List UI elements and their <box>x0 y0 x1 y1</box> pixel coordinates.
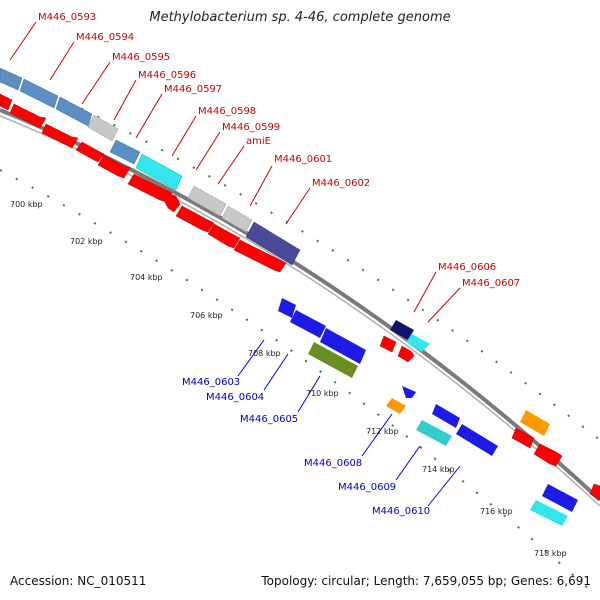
cds-arrow[interactable] <box>0 93 13 111</box>
cds-arrow[interactable] <box>163 193 181 213</box>
cds-arrow[interactable] <box>397 345 415 363</box>
forward-leaders <box>9 21 461 323</box>
leader-line <box>9 21 37 61</box>
gene-label[interactable]: M446_0595 <box>112 52 170 63</box>
tick-label: 714 kbp <box>422 465 455 474</box>
leader-line <box>195 131 221 171</box>
accession-text: Accession: NC_010511 <box>10 574 147 588</box>
leader-line <box>49 41 75 81</box>
cds-arrow[interactable] <box>9 103 47 129</box>
cds-arrow[interactable] <box>589 483 600 501</box>
cds-arrow[interactable] <box>97 154 131 179</box>
reverse-feature-row <box>278 298 578 526</box>
cds-arrow[interactable] <box>511 427 535 449</box>
tick-label: 716 kbp <box>480 507 513 516</box>
feature-m446-0605[interactable] <box>308 342 358 378</box>
leader-line <box>113 79 137 121</box>
tick-labels: 700 kbp 702 kbp 704 kbp 706 kbp 708 kbp … <box>10 200 567 558</box>
feature-m446-0604[interactable] <box>290 310 326 338</box>
leader-line <box>171 115 197 157</box>
feature-m446-0608[interactable] <box>402 386 416 398</box>
leader-line <box>427 465 461 507</box>
backbone-inner <box>0 115 600 507</box>
gene-label[interactable]: M446_0596 <box>138 70 196 81</box>
inner-tick-arc <box>0 169 591 591</box>
cds-arrow[interactable] <box>533 443 563 467</box>
gene-label[interactable]: M446_0593 <box>38 12 96 23</box>
feature-blue-right[interactable] <box>542 484 578 512</box>
feature-m446-0597[interactable] <box>109 139 141 165</box>
tick-label: 718 kbp <box>534 549 567 558</box>
gene-label[interactable]: M446_0605 <box>240 414 298 425</box>
feature-m446-0598[interactable] <box>135 153 183 191</box>
leader-line <box>427 287 461 323</box>
feature-m446-0604b[interactable] <box>320 328 366 364</box>
leader-line <box>249 165 273 207</box>
genome-summary-text: Topology: circular; Length: 7,659,055 bp… <box>261 574 591 588</box>
cds-arrow[interactable] <box>41 123 79 149</box>
gene-label[interactable]: M446_0597 <box>164 84 222 95</box>
tick-label: 712 kbp <box>366 427 399 436</box>
feature-orange-right[interactable] <box>520 410 550 436</box>
tick-label: 700 kbp <box>10 200 43 209</box>
gene-label[interactable]: M446_0604 <box>206 392 264 403</box>
gene-label[interactable]: M446_0594 <box>76 32 134 43</box>
leader-line <box>297 375 321 413</box>
gene-label[interactable]: M446_0598 <box>198 106 256 117</box>
cds-arrow[interactable] <box>379 335 397 353</box>
feature-m446-0596[interactable] <box>87 114 119 142</box>
feature-m446-0594[interactable] <box>19 78 59 109</box>
leader-line <box>395 445 421 481</box>
feature-m446-0599[interactable] <box>187 185 227 217</box>
tick-label: 706 kbp <box>190 311 223 320</box>
leader-line <box>413 271 437 313</box>
gene-label[interactable]: M446_0603 <box>182 377 240 388</box>
cds-arrow[interactable] <box>75 141 105 163</box>
leader-line <box>81 61 111 105</box>
backbone-outer <box>0 108 600 502</box>
cds-arrow-row <box>0 93 600 501</box>
cds-arrow[interactable] <box>207 223 241 249</box>
cds-arrow[interactable] <box>175 205 215 233</box>
feature-m446-0593[interactable] <box>0 67 23 91</box>
leader-line <box>285 187 311 225</box>
gene-label[interactable]: M446_0609 <box>338 482 396 493</box>
cds-arrow[interactable] <box>233 239 287 273</box>
map-title: Methylobacterium sp. 4-46, complete geno… <box>149 10 451 25</box>
feature-m446-0610[interactable] <box>530 500 568 526</box>
leader-line <box>135 93 163 139</box>
gene-label[interactable]: M446_0607 <box>462 278 520 289</box>
leader-line <box>217 145 245 185</box>
forward-feature-row <box>0 67 550 436</box>
tick-label: 710 kbp <box>306 389 339 398</box>
leader-line <box>263 353 289 391</box>
tick-label: 702 kbp <box>70 237 103 246</box>
reverse-labels: M446_0603 M446_0604 M446_0605 M446_0608 … <box>182 377 430 517</box>
feature-m446-0601[interactable] <box>245 221 301 266</box>
gene-label[interactable]: M446_0610 <box>372 506 430 517</box>
feature-orange-mid[interactable] <box>386 398 406 414</box>
gene-label[interactable]: M446_0601 <box>274 154 332 165</box>
feature-m446-0609[interactable] <box>416 420 452 446</box>
tick-label: 704 kbp <box>130 273 163 282</box>
leader-line <box>237 339 265 377</box>
reverse-leaders <box>237 339 461 507</box>
feature-m446-0609a[interactable] <box>432 404 460 428</box>
feature-m446-0595[interactable] <box>55 96 93 127</box>
feature-m446-0603[interactable] <box>278 298 296 318</box>
gene-label[interactable]: M446_0599 <box>222 122 280 133</box>
feature-amie[interactable] <box>221 205 253 233</box>
forward-labels: M446_0593 M446_0594 M446_0595 M446_0596 … <box>38 12 520 289</box>
tick-label: 708 kbp <box>248 349 281 358</box>
gene-label[interactable]: M446_0606 <box>438 262 496 273</box>
gene-label[interactable]: amiE <box>246 136 271 147</box>
gene-label[interactable]: M446_0608 <box>304 458 362 469</box>
leader-line <box>361 413 393 457</box>
feature-m446-0606[interactable] <box>390 320 414 340</box>
gene-label[interactable]: M446_0602 <box>312 178 370 189</box>
feature-m446-0607[interactable] <box>406 334 430 352</box>
feature-m446-0610a[interactable] <box>456 424 498 456</box>
